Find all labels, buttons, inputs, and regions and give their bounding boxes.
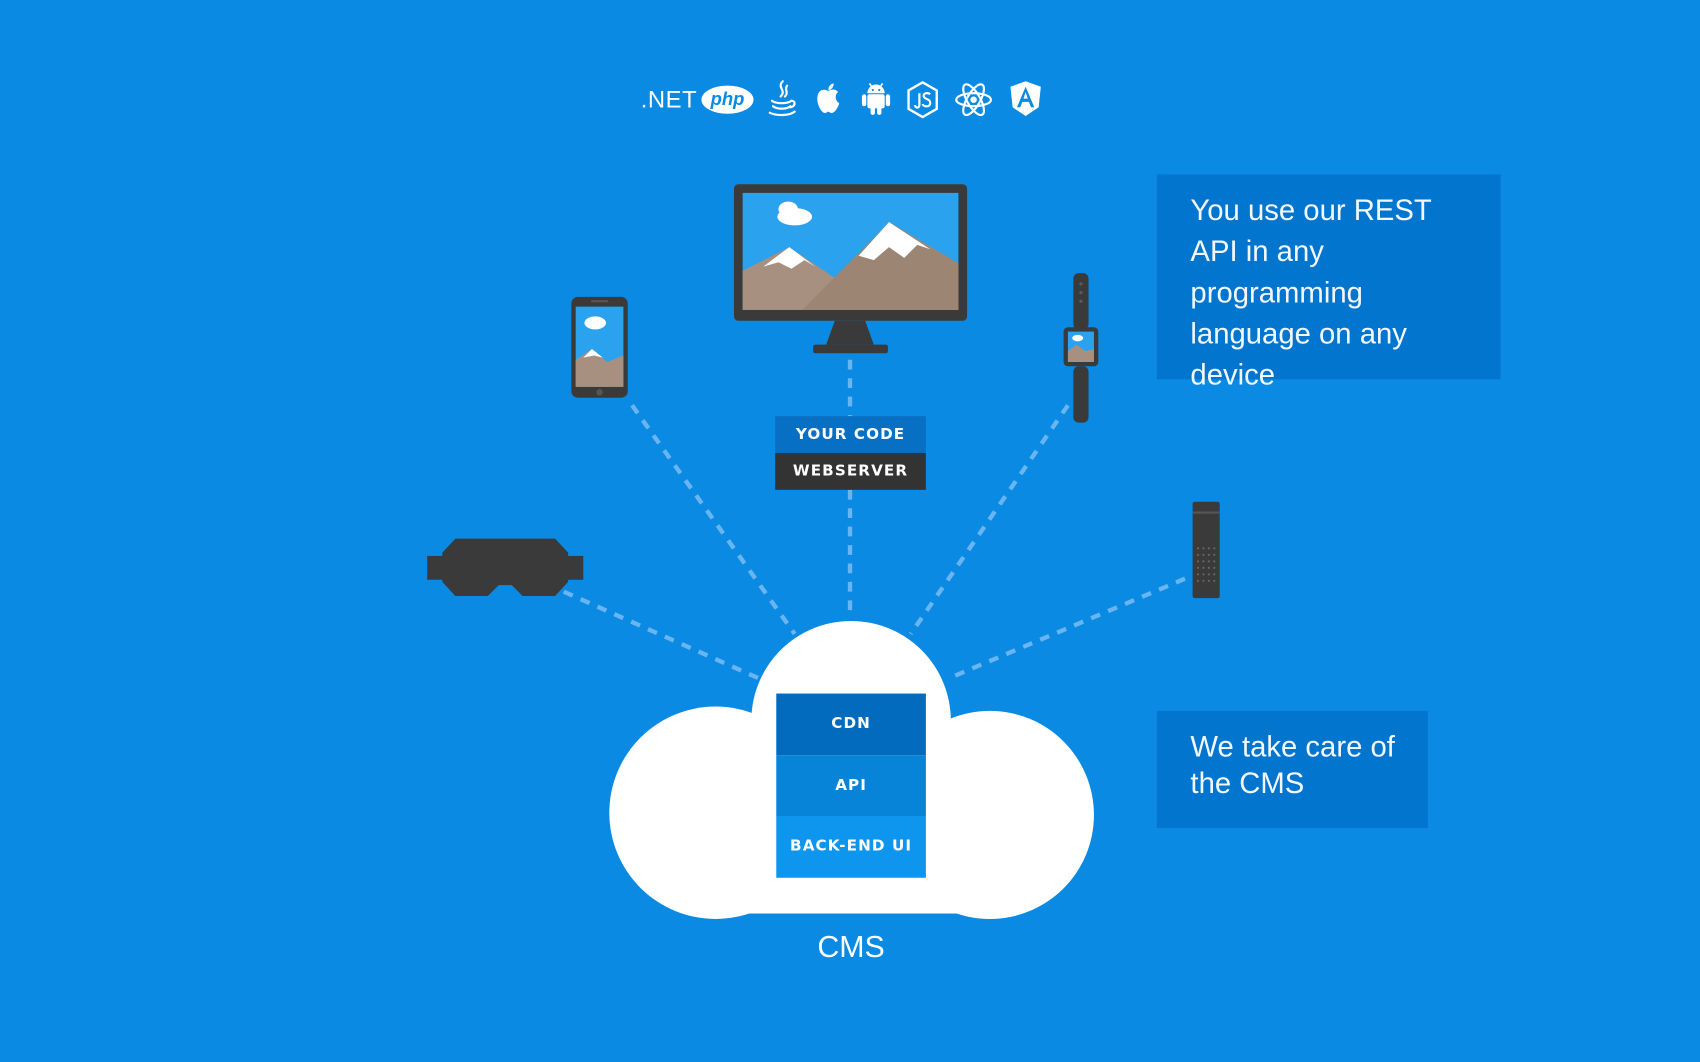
java-icon (768, 80, 796, 117)
api-label: API (835, 776, 867, 795)
backend-ui-label: BACK-END UI (790, 837, 913, 856)
dotnet-logo: .NET (640, 85, 698, 113)
connector-phone (630, 404, 797, 636)
react-icon (955, 83, 993, 117)
cms-caption: CMS (817, 929, 885, 964)
apple-icon (817, 83, 840, 114)
cms-care-panel: We take care of the CMS (1156, 710, 1428, 828)
cms-care-text: We take care of the CMS (1190, 730, 1395, 800)
php-logo: php (701, 85, 754, 114)
connector-vr (562, 589, 760, 681)
cdn-layer (776, 693, 926, 756)
api-layer (776, 755, 926, 817)
webserver-block (775, 452, 926, 490)
connector-stick (947, 576, 1186, 681)
nodejs-icon (907, 80, 938, 119)
desktop-monitor-icon (733, 184, 968, 354)
streaming-stick-icon (1192, 501, 1220, 599)
smartwatch-icon (1063, 273, 1099, 423)
backend-ui-layer (776, 816, 926, 878)
your-code-block (775, 416, 926, 453)
cdn-label: CDN (831, 715, 871, 733)
connector-watch (908, 404, 1070, 636)
rest-api-panel: You use our REST API in any programming … (1156, 174, 1501, 391)
webserver-label: WEBSERVER (792, 462, 909, 481)
angular-icon (1010, 81, 1041, 116)
phone-icon (571, 296, 628, 398)
android-icon (861, 82, 891, 115)
your-code-label: YOUR CODE (795, 425, 906, 444)
vr-headset-icon (427, 538, 584, 597)
rest-api-text: You use our REST API in any programming … (1190, 193, 1432, 392)
